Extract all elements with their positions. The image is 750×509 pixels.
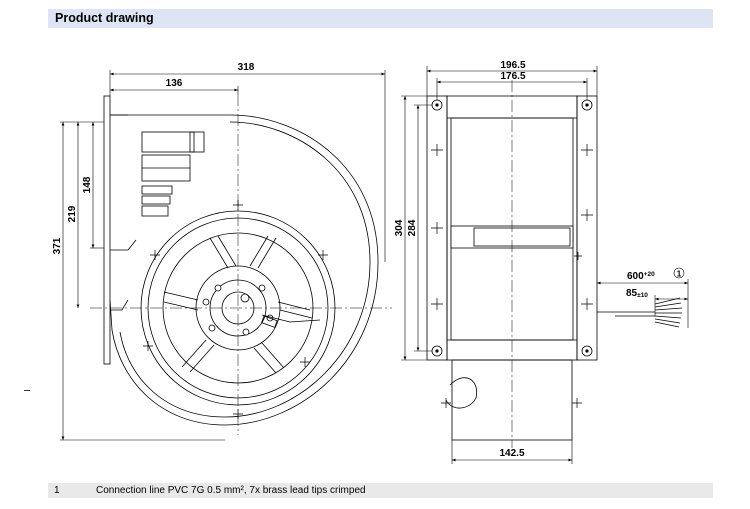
legend-row: 1 Connection line PVC 7G 0.5 mm², 7x bra… [48,483,713,498]
svg-text:318: 318 [238,62,255,73]
front-dimensions [60,70,386,441]
section-title: Product drawing [55,11,154,25]
legend-number: 1 [54,485,60,496]
side-view [426,80,683,448]
side-dimensions [401,66,689,464]
svg-text:219: 219 [67,205,78,222]
svg-text:304: 304 [394,219,405,236]
front-dimension-labels: 318 136 371 219 148 [52,62,255,254]
side-dimension-labels: 196.5 176.5 304 284 142.5 600+20 85±10 1 [394,60,682,459]
svg-text:371: 371 [52,237,63,254]
svg-text:1: 1 [677,270,682,279]
margin-mark [24,390,30,391]
section-header: Product drawing [48,9,713,28]
legend-text: Connection line PVC 7G 0.5 mm², 7x brass… [96,485,366,496]
svg-text:176.5: 176.5 [500,71,525,82]
svg-text:600+20: 600+20 [627,271,655,282]
front-view [90,94,392,435]
svg-text:148: 148 [82,176,93,193]
svg-text:284: 284 [407,219,418,236]
svg-text:136: 136 [166,78,183,89]
svg-text:142.5: 142.5 [499,448,524,459]
svg-text:196.5: 196.5 [500,60,525,71]
svg-text:85±10: 85±10 [626,288,648,299]
